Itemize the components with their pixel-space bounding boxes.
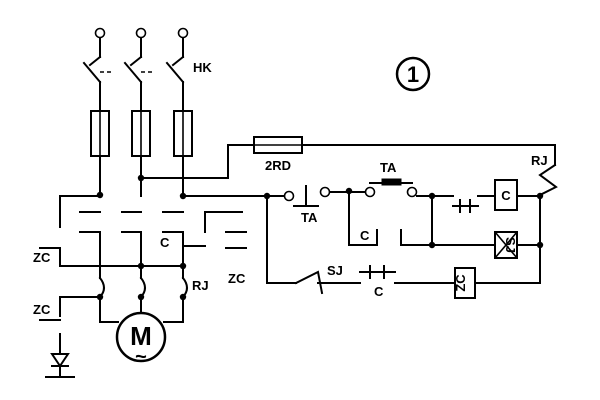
motor-ac-symbol: ~: [135, 346, 147, 368]
motor-label: M: [130, 321, 152, 351]
label-ta-stop: TA: [301, 210, 318, 225]
control-fuse-2rd: [140, 136, 556, 179]
control-buttons: [266, 178, 433, 207]
label-zc-coil: ZC: [453, 274, 468, 292]
label-zc-right: ZC: [228, 271, 246, 286]
label-ta-start: TA: [380, 160, 397, 175]
coil-branch: [431, 179, 541, 259]
thermal-relay-heaters: [98, 276, 188, 323]
label-c-aux-1: C: [360, 228, 370, 243]
knife-switch-hk: [82, 55, 185, 112]
main-fuses: [90, 110, 193, 197]
label-hk: HK: [193, 60, 212, 75]
main-contactor: [59, 195, 268, 279]
label-sj-coil: SJ: [503, 237, 518, 253]
motor: [99, 311, 184, 363]
label-rj-contact: RJ: [531, 153, 548, 168]
supply-terminals: [94, 27, 189, 58]
label-2rd: 2RD: [265, 158, 291, 173]
self-hold-contact: [348, 190, 433, 246]
label-c-coil: C: [501, 188, 511, 203]
time-relay-branch: [266, 195, 541, 299]
thermal-relay-contact-rj: [538, 163, 558, 284]
star-contactor-left: [39, 247, 184, 321]
label-c-aux-2: C: [374, 284, 384, 299]
diagram-number: 1: [407, 62, 419, 87]
label-zc-left-1: ZC: [33, 250, 51, 265]
diagram-number-circle: [395, 56, 431, 92]
label-zc-left-2: ZC: [33, 302, 51, 317]
label-c-main: C: [160, 235, 170, 250]
label-rj-main: RJ: [192, 278, 209, 293]
label-sj-contact: SJ: [327, 263, 343, 278]
ground-diode-icon: [45, 333, 75, 378]
